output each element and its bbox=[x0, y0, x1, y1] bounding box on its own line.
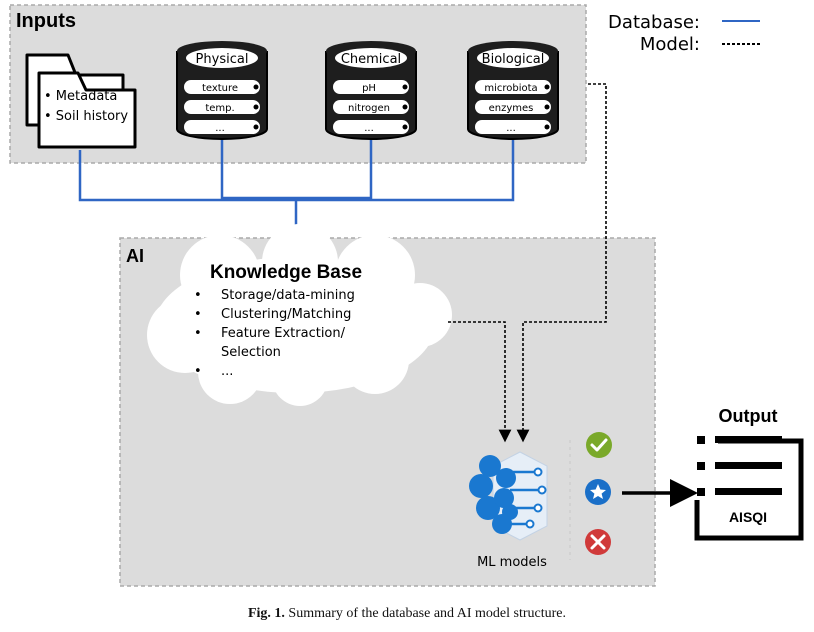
ml-models-label: ML models bbox=[477, 555, 547, 570]
database-biological-row-3: ... bbox=[506, 123, 516, 134]
kb-bullet: • bbox=[194, 288, 202, 303]
caption-text: Summary of the database and AI model str… bbox=[288, 606, 567, 621]
kb-bullet: • bbox=[194, 326, 202, 341]
kb-bullet: • bbox=[194, 307, 202, 322]
model-connectors bbox=[448, 83, 607, 443]
database-biological-row-2: enzymes bbox=[489, 103, 534, 114]
kb-item-feature: Feature Extraction/ bbox=[221, 326, 346, 341]
database-biological bbox=[467, 41, 559, 140]
diagram-canvas: Database: Model: Inputs • Metadata • Soi… bbox=[9, 4, 804, 587]
database-biological-name: Biological bbox=[482, 52, 545, 67]
database-physical-row-1: texture bbox=[202, 83, 238, 94]
inputs-title: Inputs bbox=[16, 10, 76, 32]
output-doc-label: AISQI bbox=[729, 509, 767, 525]
kb-item-selection: Selection bbox=[221, 345, 281, 360]
database-chemical-row-2: nitrogen bbox=[348, 103, 390, 114]
database-chemical bbox=[325, 41, 417, 140]
knowledge-base-cloud bbox=[147, 224, 452, 406]
ai-title: AI bbox=[126, 246, 144, 266]
database-physical-row-2: temp. bbox=[205, 103, 234, 114]
database-biological-row-1: microbiota bbox=[484, 83, 537, 94]
cross-icon bbox=[585, 529, 611, 555]
legend: Database: Model: bbox=[608, 12, 760, 55]
database-physical-row-3: ... bbox=[215, 123, 225, 134]
legend-model-label: Model: bbox=[640, 34, 700, 55]
kb-item-more: ... bbox=[221, 364, 233, 379]
ml-models-icon bbox=[469, 451, 548, 541]
database-physical bbox=[176, 41, 268, 140]
folder-item-soil-history: • Soil history bbox=[44, 109, 128, 124]
knowledge-base-list: • Storage/data-mining • Clustering/Match… bbox=[194, 288, 355, 379]
kb-bullet: • bbox=[194, 364, 202, 379]
star-icon bbox=[585, 479, 611, 505]
database-chemical-row-3: ... bbox=[364, 123, 374, 134]
database-chemical-name: Chemical bbox=[341, 52, 401, 67]
check-icon bbox=[586, 432, 612, 458]
database-physical-name: Physical bbox=[196, 52, 249, 67]
database-chemical-row-1: pH bbox=[362, 83, 376, 94]
folder-item-metadata: • Metadata bbox=[44, 89, 117, 104]
output-title: Output bbox=[719, 406, 778, 426]
legend-database-label: Database: bbox=[608, 12, 700, 33]
figure-caption: Fig. 1. Summary of the database and AI m… bbox=[0, 606, 814, 622]
folder-icon bbox=[25, 53, 137, 149]
output-document-icon bbox=[694, 436, 804, 541]
knowledge-base-title: Knowledge Base bbox=[210, 262, 362, 283]
kb-item-clustering: Clustering/Matching bbox=[221, 307, 351, 322]
kb-item-storage: Storage/data-mining bbox=[221, 288, 355, 303]
database-connectors bbox=[78, 140, 515, 254]
caption-prefix: Fig. 1. bbox=[247, 606, 285, 621]
